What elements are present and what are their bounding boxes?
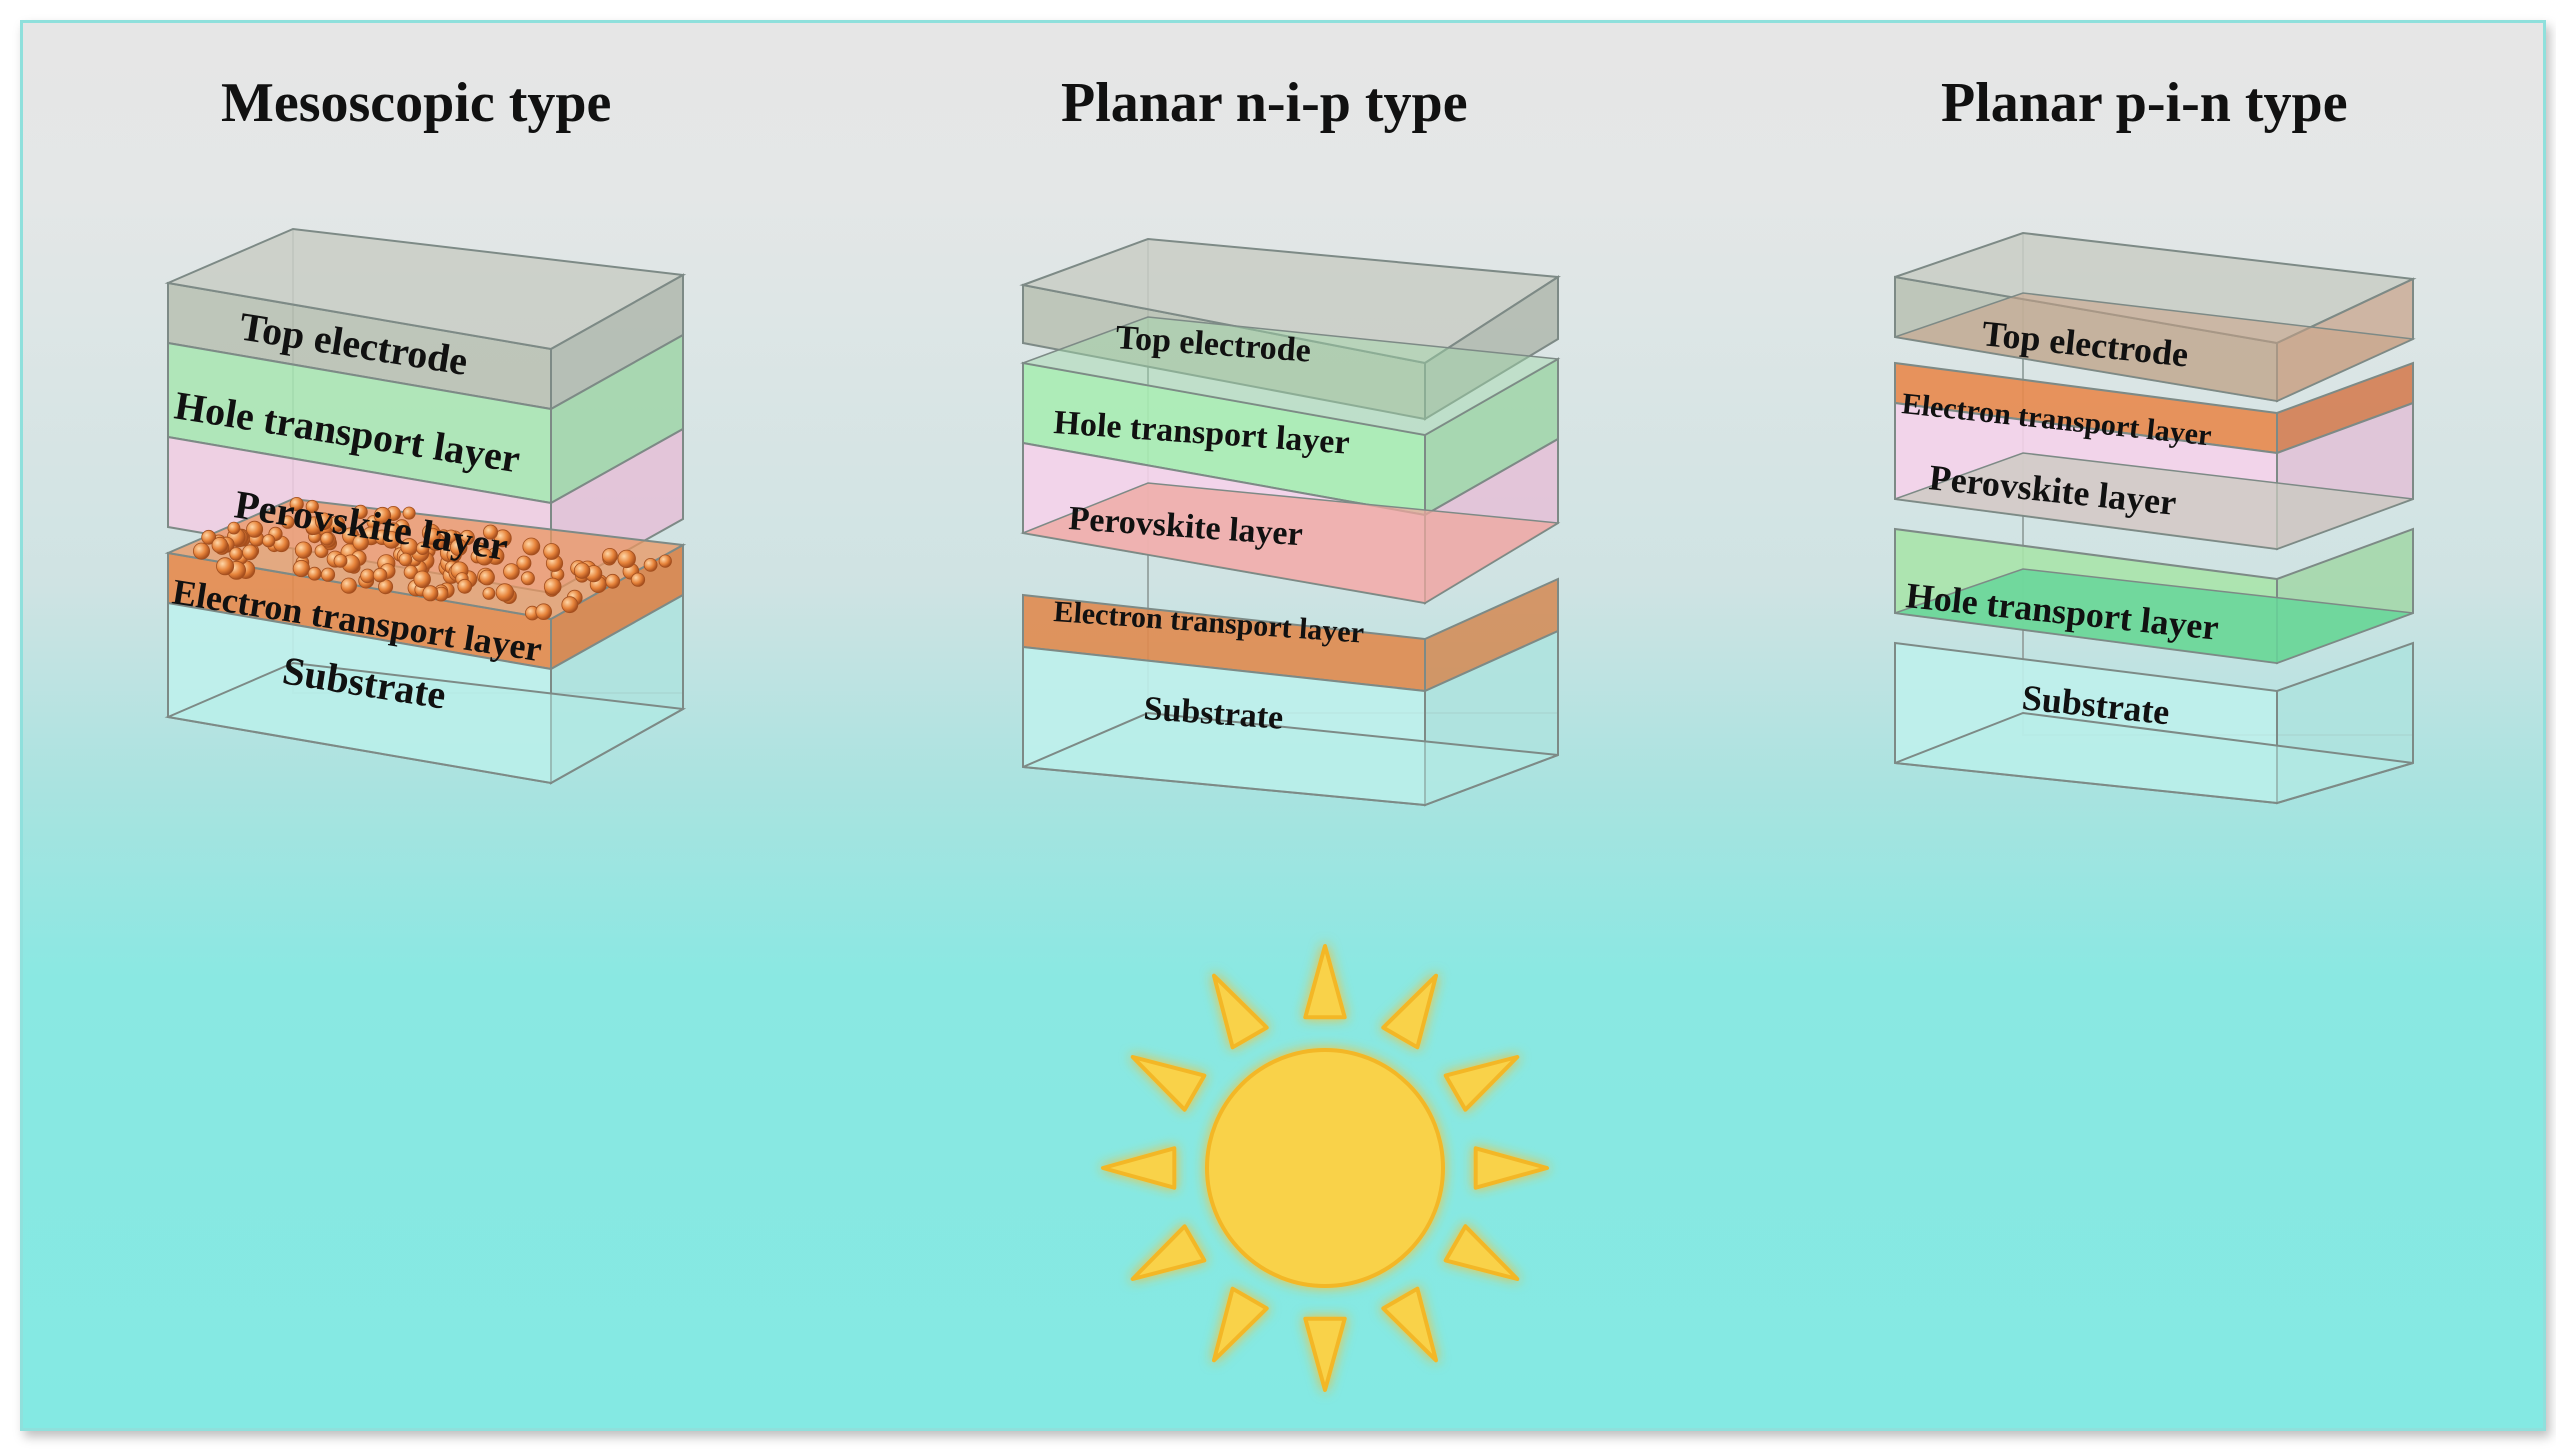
sun-ray <box>1130 1055 1207 1112</box>
bead <box>352 534 369 551</box>
bead <box>333 554 348 568</box>
sun-ray <box>1130 1224 1207 1281</box>
title-planar-nip: Planar n-i-p type <box>1061 72 1468 134</box>
bead <box>422 585 439 602</box>
sun-ray <box>1381 973 1438 1050</box>
bead <box>479 569 495 586</box>
bead <box>602 548 618 564</box>
bead <box>242 544 258 561</box>
bead <box>227 521 241 535</box>
sun-ray <box>1212 1286 1269 1363</box>
mesoporous-beads <box>192 496 672 621</box>
bead <box>262 534 276 548</box>
bead <box>340 577 357 594</box>
diagram-canvas: Top electrode Hole transport layer Perov… <box>164 227 2417 1392</box>
sun-ray <box>1303 1316 1347 1392</box>
bead <box>482 524 498 540</box>
sun-ray <box>1212 973 1269 1050</box>
sun-ray <box>1443 1055 1520 1112</box>
stack-planar-pin: Top electrode Electron transport layer P… <box>1894 231 2417 805</box>
bead <box>520 571 535 586</box>
bead <box>382 531 401 549</box>
bead <box>305 499 319 514</box>
stack-planar-nip: Top electrode Hole transport layer Perov… <box>1019 237 1561 807</box>
sun-ray <box>1381 1286 1438 1363</box>
bead <box>192 542 210 560</box>
bead <box>543 543 560 560</box>
sun-ray <box>1473 1146 1549 1190</box>
bead <box>320 531 334 546</box>
diagram-frame: Mesoscopic type Planar n-i-p type Planar… <box>20 20 2546 1431</box>
bead <box>413 570 431 589</box>
bead <box>475 548 494 566</box>
bead <box>246 520 264 538</box>
title-mesoscopic: Mesoscopic type <box>221 72 612 134</box>
bead <box>450 538 468 557</box>
bead <box>372 567 388 583</box>
bead <box>444 529 458 544</box>
bead <box>482 587 496 600</box>
bead <box>292 559 310 578</box>
bead <box>307 566 322 581</box>
bead <box>294 541 313 559</box>
bead <box>535 603 552 620</box>
bead <box>402 506 416 520</box>
bead <box>457 578 473 594</box>
sun-ray <box>1443 1224 1520 1281</box>
bead <box>216 557 235 576</box>
bead <box>543 577 562 596</box>
bead <box>522 537 541 556</box>
bead <box>423 527 441 545</box>
bead <box>416 541 430 556</box>
bead <box>353 504 368 519</box>
bead <box>281 515 295 529</box>
bead <box>201 529 217 545</box>
bead <box>211 536 229 554</box>
bead <box>373 506 392 525</box>
bead <box>630 572 646 587</box>
bead <box>605 573 621 589</box>
bead <box>643 558 658 572</box>
bead <box>617 549 636 569</box>
bead <box>503 563 520 580</box>
bead <box>320 567 336 582</box>
stack-mesoscopic: Top electrode Hole transport layer Perov… <box>164 227 687 785</box>
bead <box>289 496 304 512</box>
sun-ray <box>1101 1146 1177 1190</box>
sun-icon <box>1101 944 1549 1392</box>
bead <box>516 555 532 571</box>
bead <box>658 554 672 568</box>
bead <box>360 568 375 584</box>
bead <box>314 512 333 531</box>
bead <box>495 583 515 602</box>
bead <box>573 562 591 579</box>
bead <box>398 552 413 567</box>
sun-ray <box>1303 944 1347 1020</box>
bead <box>229 547 243 561</box>
title-planar-pin: Planar p-i-n type <box>1941 72 2348 134</box>
bead <box>561 596 579 614</box>
